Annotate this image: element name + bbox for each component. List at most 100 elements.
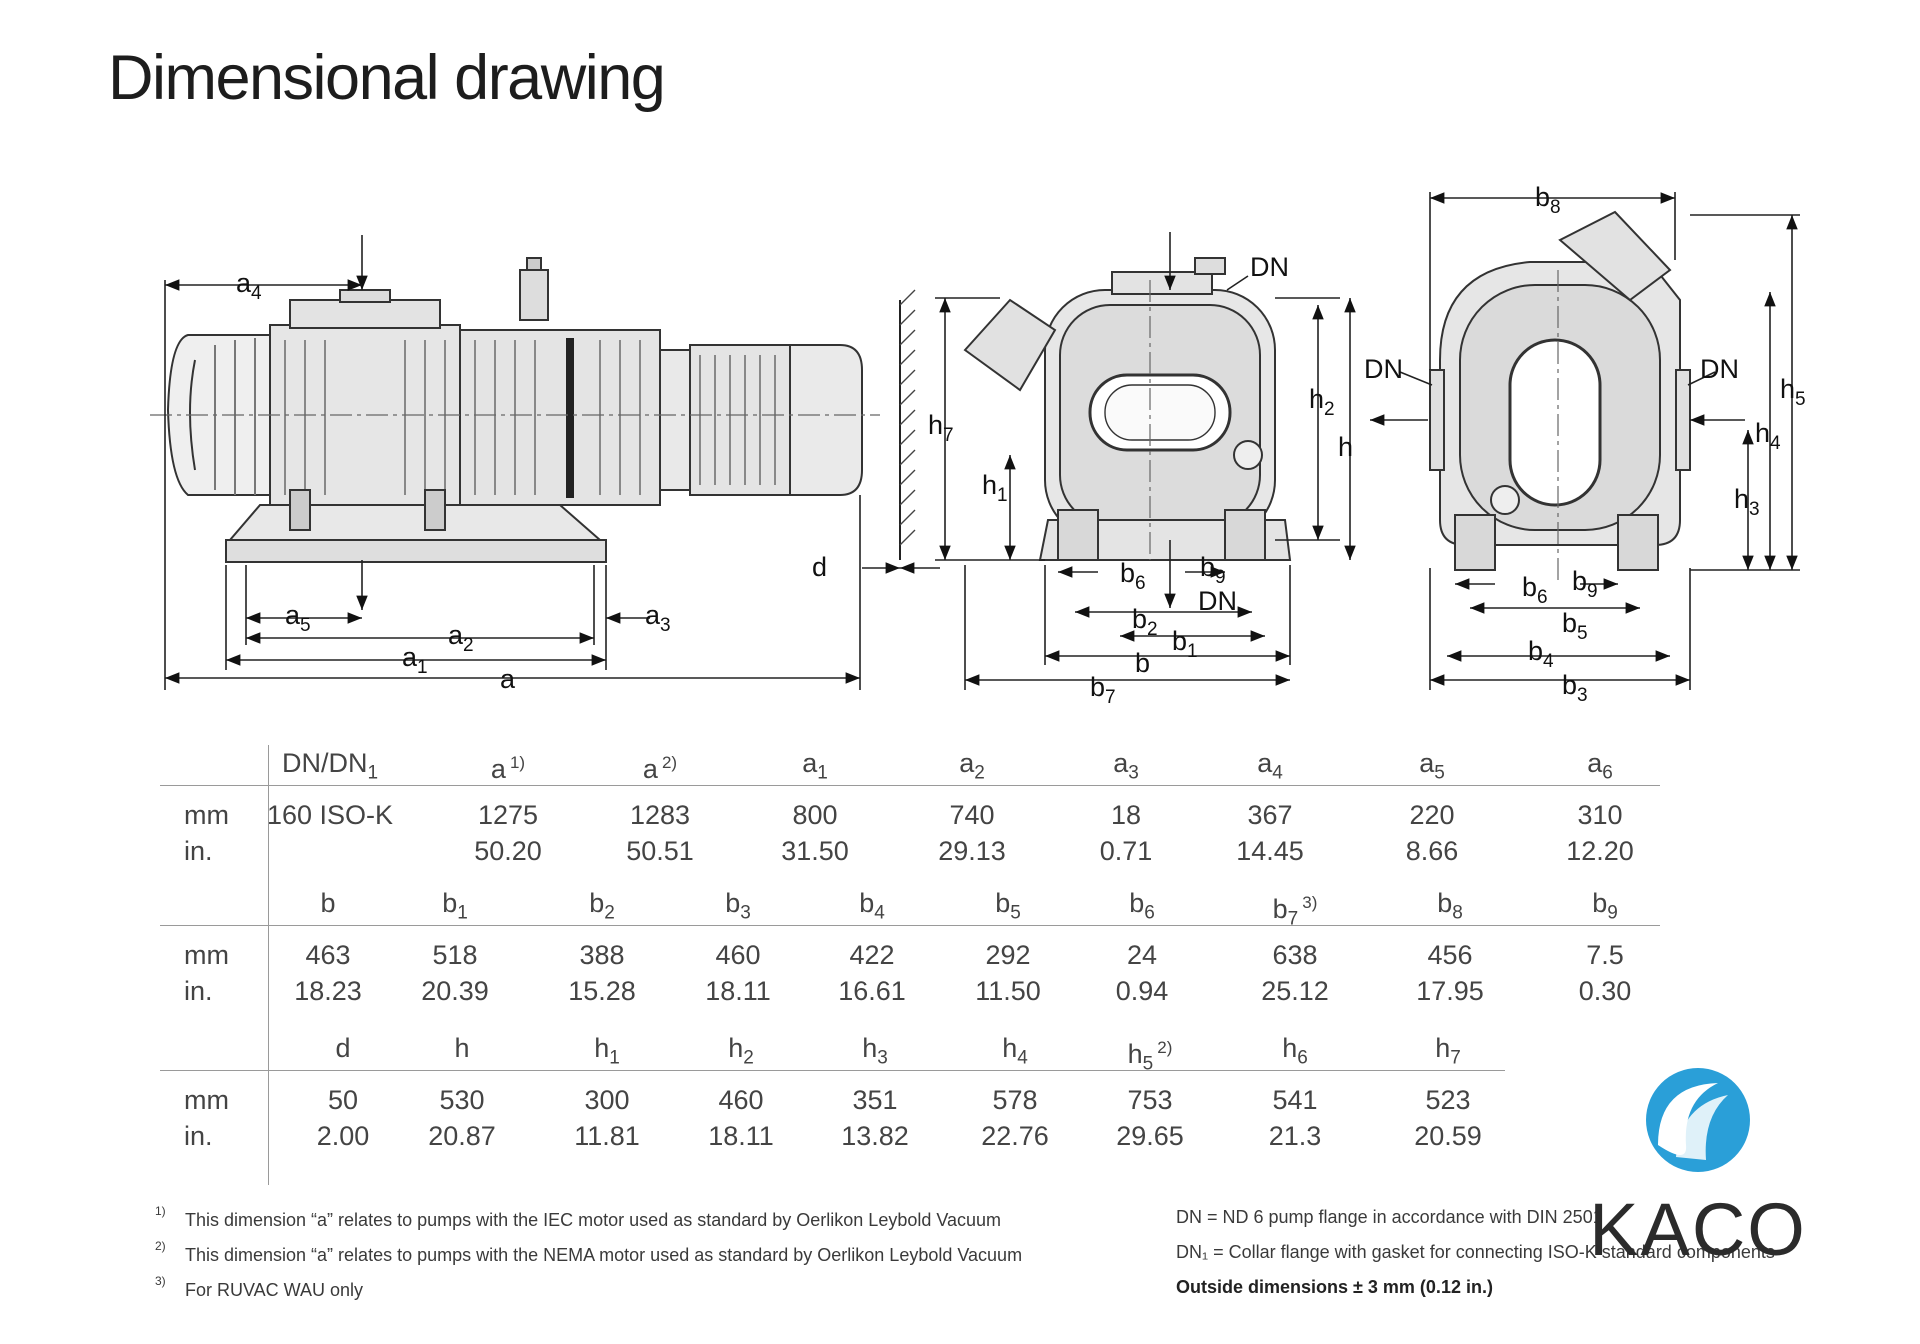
table-cell: 24 (1126, 940, 1158, 970)
table-header-cell: b (320, 888, 336, 918)
table-cell: 7.5 (1586, 940, 1624, 970)
unit-label: mm (184, 800, 229, 830)
table-cell: 388 (579, 940, 625, 970)
dim-label-dn-bottom: DN (1198, 586, 1237, 616)
table-cell: 753 (1127, 1085, 1173, 1115)
table-header-cell: h7 (1435, 1033, 1461, 1069)
table-header-cell: a4 (1257, 748, 1283, 784)
dim-label-a3: a3 (645, 600, 671, 636)
table-cell: 638 (1272, 940, 1318, 970)
table-header-cell: h1 (594, 1033, 620, 1069)
table-header-cell: b1 (442, 888, 468, 924)
table-cell: 15.28 (568, 976, 636, 1006)
table-cell: 17.95 (1416, 976, 1484, 1006)
table-cell: 11.81 (574, 1121, 640, 1151)
table-cell: 14.45 (1236, 836, 1304, 866)
table-cell: 50.20 (474, 836, 542, 866)
dim-label-b1: b1 (1172, 626, 1198, 662)
table-cell: 25.12 (1261, 976, 1329, 1006)
table-header-cell: d (335, 1033, 351, 1063)
kaco-logo: KACO (1589, 1068, 1807, 1265)
table-cell: 50.51 (626, 836, 694, 866)
table-cell: 0.94 (1115, 976, 1169, 1006)
table-cell: 13.82 (841, 1121, 909, 1151)
dim-label-b8: b8 (1535, 182, 1561, 218)
table-cell: 1283 (629, 800, 691, 830)
table-cell: 160 ISO-K (266, 800, 394, 830)
table-header-cell: h4 (1002, 1033, 1028, 1069)
table-header-cell: a2 (959, 748, 985, 784)
table-cell: 18.11 (705, 976, 771, 1006)
table-header-cell: h (454, 1033, 470, 1063)
table-cell: 422 (849, 940, 895, 970)
table-cell: 578 (992, 1085, 1038, 1115)
table-divider (160, 925, 1660, 926)
dim-label-b6-front: b6 (1120, 558, 1146, 594)
dim-label-a: a (500, 664, 516, 694)
table-cell: 2.00 (316, 1121, 370, 1151)
table-cell: 456 (1427, 940, 1473, 970)
table-header-cell: h6 (1282, 1033, 1308, 1069)
dim-label-b2: b2 (1132, 604, 1158, 640)
table-header-cell: b3 (725, 888, 751, 924)
table-header-cell: b73) (1272, 893, 1318, 930)
table-cell: 310 (1577, 800, 1623, 830)
table-header-cell: h52) (1127, 1038, 1173, 1075)
table-cell: 29.65 (1116, 1121, 1184, 1151)
dim-label-b9-front: b9 (1200, 552, 1226, 588)
table-cell: 300 (584, 1085, 630, 1115)
dim-label-h: h (1338, 432, 1353, 462)
dimensional-drawings: a4 a5 a2 a3 a1 a d (150, 182, 1806, 708)
table-cell: 18.23 (294, 976, 362, 1006)
unit-label: mm (184, 1085, 229, 1115)
table-cell: 1275 (477, 800, 539, 830)
table-cell: 800 (792, 800, 838, 830)
table-header-cell: a3 (1113, 748, 1139, 784)
table-cell: 541 (1272, 1085, 1318, 1115)
dim-label-b5: b5 (1562, 608, 1588, 644)
table-cell: 11.50 (975, 976, 1041, 1006)
dim-label-a1: a1 (402, 642, 428, 678)
page-title: Dimensional drawing (108, 43, 666, 113)
table-header-cell: b4 (859, 888, 885, 924)
rear-view-pump (1429, 210, 1691, 571)
table-cell: 463 (305, 940, 351, 970)
dim-label-h1: h1 (982, 470, 1008, 506)
legend-dn: DN = ND 6 pump flange in accordance with… (1176, 1207, 1603, 1227)
dim-label-b4: b4 (1528, 636, 1554, 672)
table-header-cell: b6 (1129, 888, 1155, 924)
dim-label-h5: h5 (1780, 374, 1806, 410)
unit-label: mm (184, 940, 229, 970)
table-cell: 20.39 (421, 976, 489, 1006)
table-cell: 351 (852, 1085, 898, 1115)
kaco-logo-text: KACO (1589, 1188, 1807, 1265)
table-header-cell: h2 (728, 1033, 754, 1069)
table-cell: 20.59 (1414, 1121, 1482, 1151)
table-cell: 530 (439, 1085, 485, 1115)
table-cell: 16.61 (838, 976, 906, 1006)
table-cell: 12.20 (1566, 836, 1634, 866)
table-cell: 31.50 (781, 836, 849, 866)
unit-label: in. (184, 836, 213, 866)
table-cell: 0.71 (1099, 836, 1153, 866)
dim-label-b6-rear: b6 (1522, 572, 1548, 608)
unit-label: in. (184, 976, 213, 1006)
table-header-cell: a5 (1419, 748, 1445, 784)
dim-label-a2: a2 (448, 620, 474, 656)
side-view-pump (166, 257, 863, 563)
unit-label: in. (184, 1121, 213, 1151)
table-header-cell: a6 (1587, 748, 1613, 784)
unit-column-divider (268, 745, 269, 1185)
front-view-pump (963, 257, 1292, 561)
dim-label-dn-left: DN (1364, 354, 1403, 384)
table-cell: 18 (1110, 800, 1142, 830)
dim-label-b: b (1135, 648, 1150, 678)
dim-label-dn-top: DN (1250, 252, 1289, 282)
table-cell: 460 (718, 1085, 764, 1115)
table-divider (160, 785, 1660, 786)
table-header-cell: b9 (1592, 888, 1618, 924)
legend-tolerance: Outside dimensions ± 3 mm (0.12 in.) (1176, 1277, 1493, 1297)
